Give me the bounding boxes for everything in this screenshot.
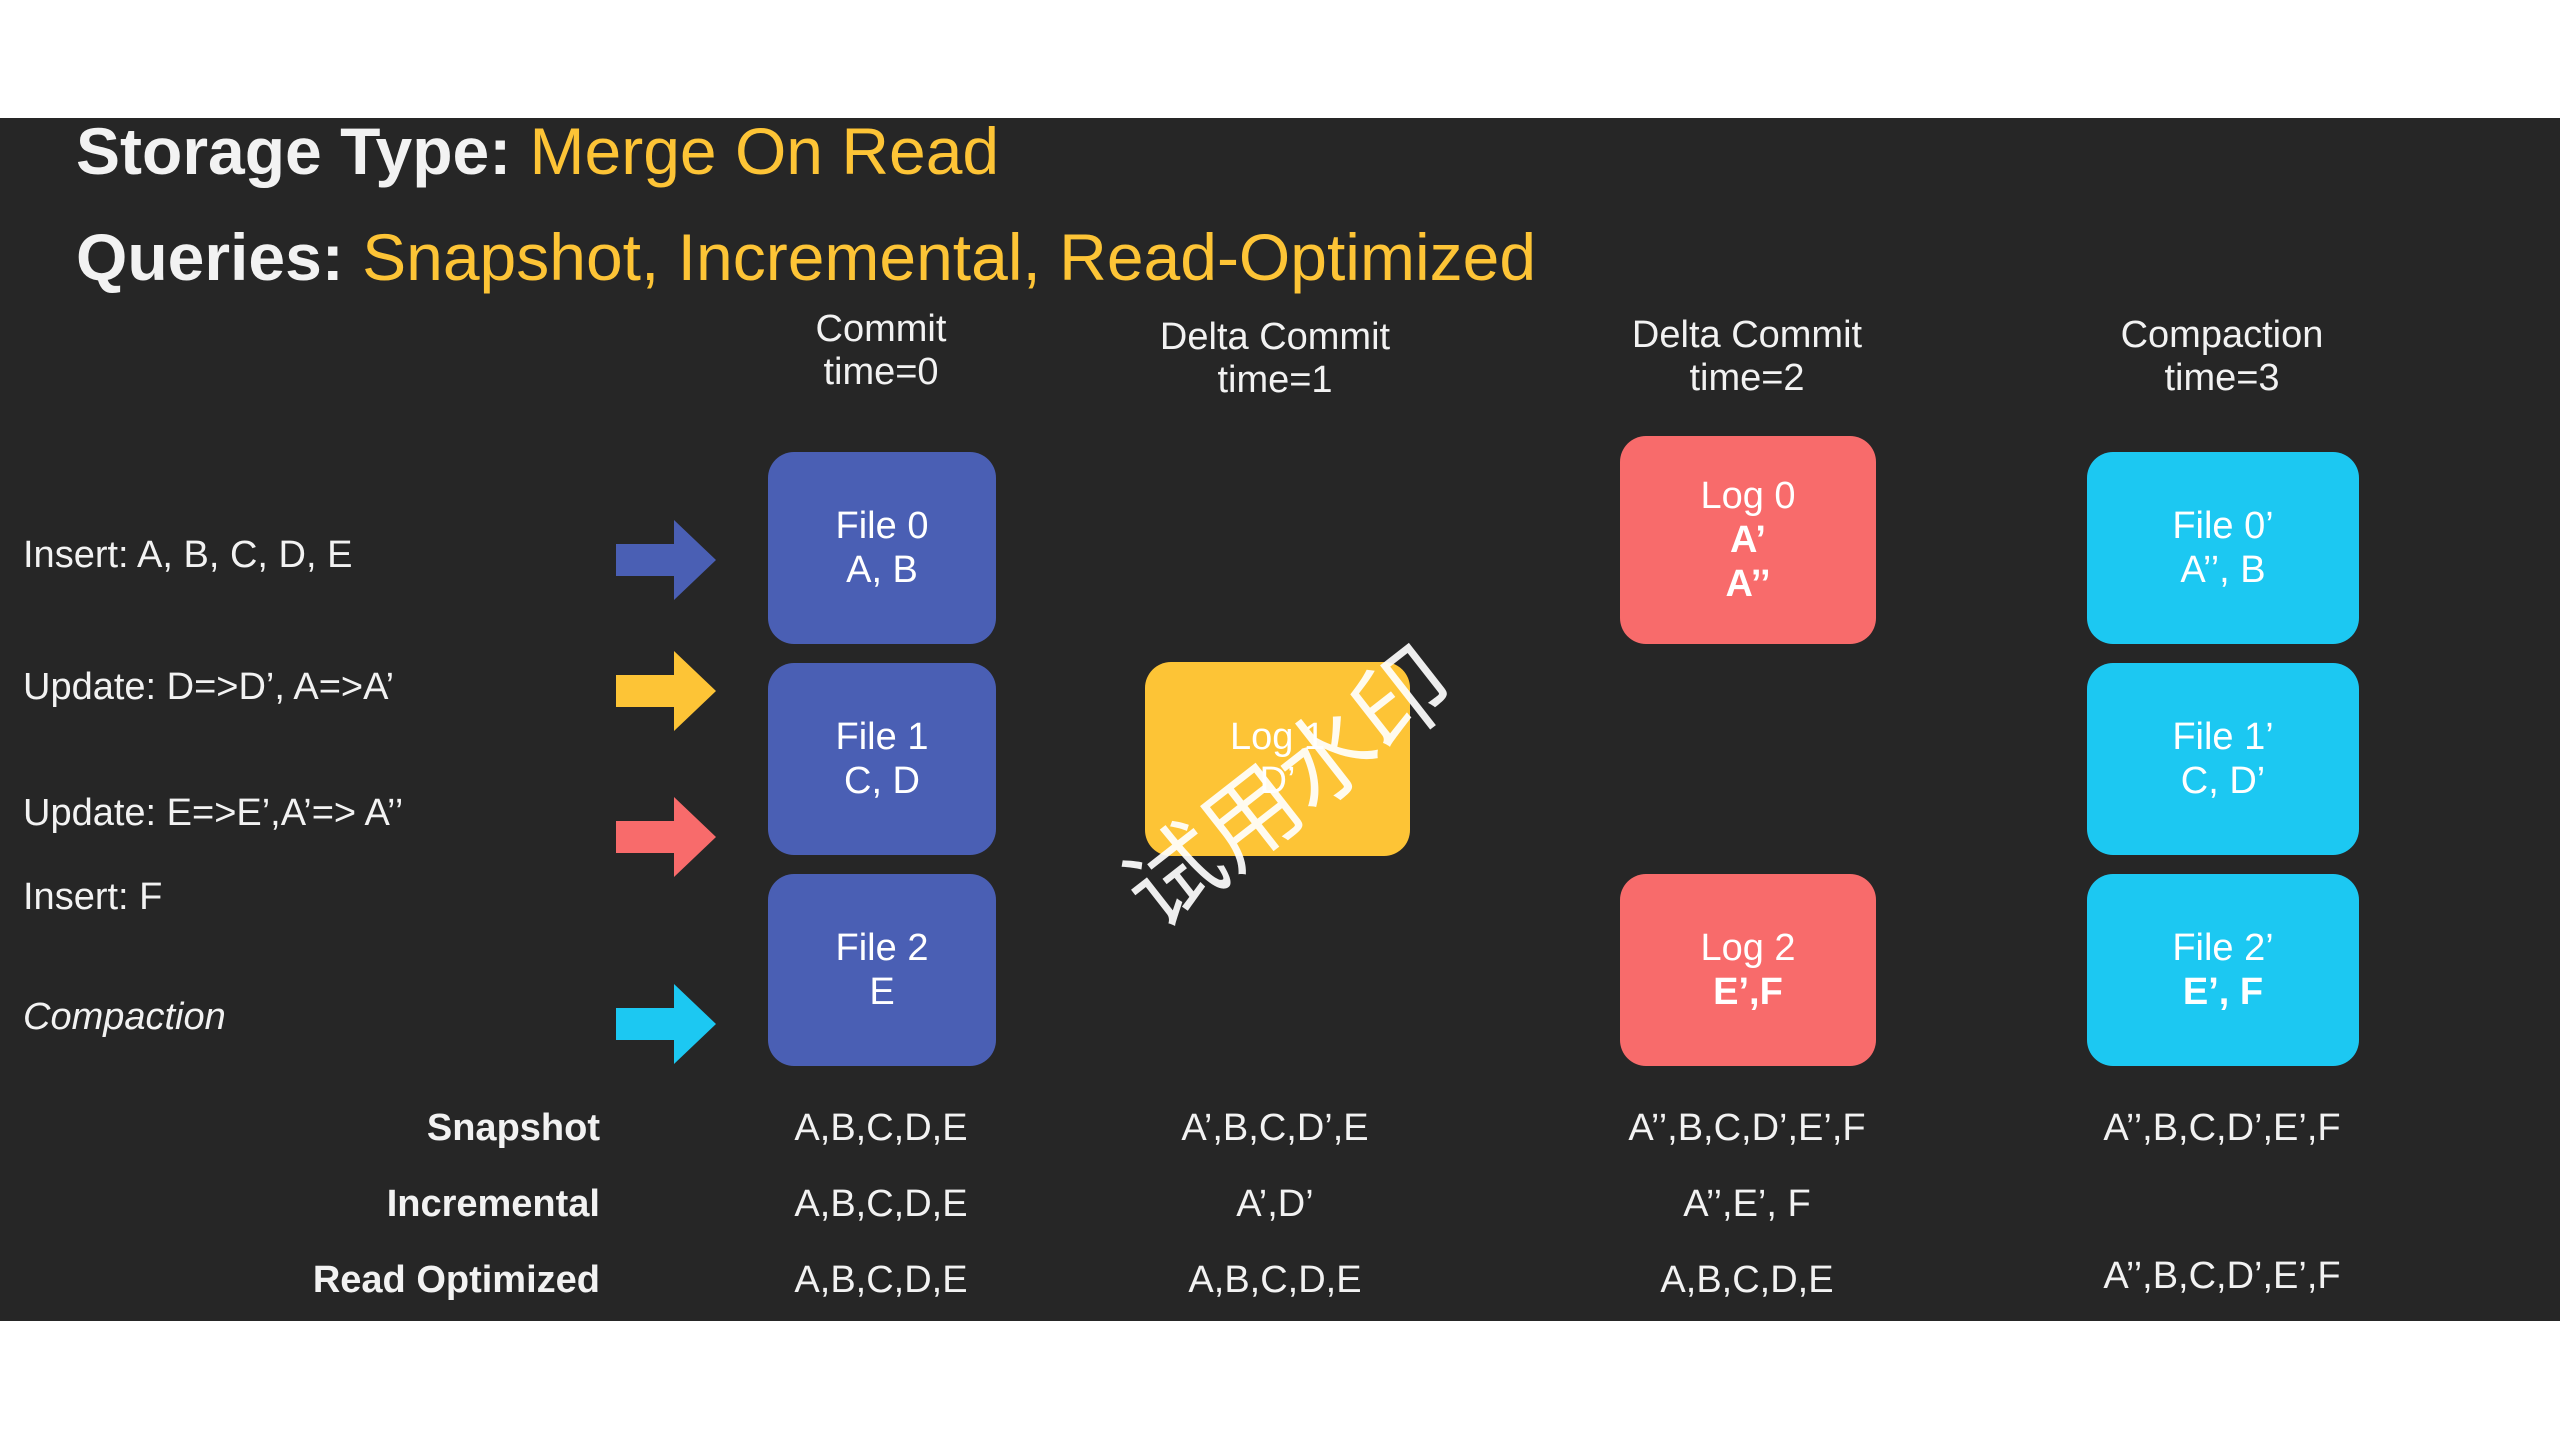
box-records: A’’, B [2180,549,2266,591]
result-cell: A’’,E’, F [1683,1183,1811,1225]
queries-value: Snapshot, Incremental, Read-Optimized [362,220,1537,294]
box-records: C, D [844,760,920,802]
row-label-incremental: Incremental [386,1183,600,1225]
box-title: File 2 [835,927,929,969]
box-title: File 0 [835,505,929,547]
column-header-line: Compaction [2120,314,2324,356]
box-title: File 1’ [2172,716,2274,758]
log-2-box: Log 2 E’,F [1620,874,1876,1066]
queries-title: Queries: Snapshot, Incremental, Read-Opt… [76,224,1536,290]
column-header-line: time=3 [2164,357,2280,399]
operation-update-e-a: Update: E=>E’,A’=> A’’ [23,792,404,834]
result-cell: A,B,C,D,E [794,1183,968,1225]
result-cell: A,B,C,D,E [794,1259,968,1301]
queries-label: Queries: [76,220,363,294]
arrow-shape [616,651,716,731]
column-header-delta-commit-1: Delta Commit time=1 [1025,316,1525,402]
operation-insert-f: Insert: F [23,876,163,918]
row-label-snapshot: Snapshot [426,1107,600,1149]
arrow-shape [616,797,716,877]
box-records: E’, F [2182,971,2264,1013]
storage-type-colon: : [489,118,530,188]
operation-update-d-a: Update: D=>D’, A=>A’ [23,666,395,708]
box-title: File 2’ [2172,927,2274,969]
storage-type-title: Storage Type: Merge On Read [76,118,999,184]
box-records: D’ [1259,760,1296,802]
column-header-line: Delta Commit [1159,316,1391,358]
column-header-line: time=2 [1689,357,1805,399]
column-header-line: time=1 [1217,359,1333,401]
box-records: A’ [1730,519,1766,561]
arrow-shape [616,520,716,600]
row-label-read-optimized: Read Optimized [312,1259,600,1301]
box-title: Log 0 [1700,475,1796,517]
result-cell: A’,B,C,D’,E [1181,1107,1369,1149]
file-2-box: File 2 E [768,874,996,1066]
box-records: E [869,971,895,1013]
box-title: Log 2 [1700,927,1796,969]
storage-type-value: Merge On Read [529,118,1000,188]
box-records: E’,F [1713,971,1783,1013]
result-cell: A,B,C,D,E [1188,1259,1362,1301]
column-header-line: Delta Commit [1631,314,1863,356]
result-cell: A’’,B,C,D’,E’,F [2103,1107,2341,1149]
slide: Storage Type: Merge On Read Queries: Sna… [0,118,2560,1321]
arrow-right-icon-yellow [616,651,716,731]
box-title: Log 1 [1229,716,1326,758]
result-cell: A,B,C,D,E [794,1107,968,1149]
arrow-right-icon-cyan [616,984,716,1064]
column-header-commit-0: Commit time=0 [631,308,1131,394]
log-0-box: Log 0 A’ A’’ [1620,436,1876,644]
box-title: File 0’ [2172,505,2274,547]
file-1-prime-box: File 1’ C, D’ [2087,663,2359,855]
log-1-box: Log 1 D’ [1145,662,1410,856]
arrow-right-icon-red [616,797,716,877]
box-records: C, D’ [2180,760,2266,802]
file-0-box: File 0 A, B [768,452,996,644]
arrow-shape [616,984,716,1064]
result-cell: A’’,B,C,D’,E’,F [2103,1255,2341,1297]
file-0-prime-box: File 0’ A’’, B [2087,452,2359,644]
column-header-delta-commit-2: Delta Commit time=2 [1497,314,1997,400]
column-header-line: time=0 [823,351,939,393]
result-cell: A’,D’ [1236,1183,1314,1225]
result-cell: A,B,C,D,E [1660,1259,1834,1301]
file-2-prime-box: File 2’ E’, F [2087,874,2359,1066]
box-records: A, B [846,549,918,591]
box-records: A’’ [1725,563,1771,605]
column-header-line: Commit [815,308,947,350]
storage-type-label: Storage Type [76,118,490,188]
operation-compaction: Compaction [23,996,226,1038]
operation-insert-abcde: Insert: A, B, C, D, E [23,534,353,576]
result-cell: A’’,B,C,D’,E’,F [1628,1107,1866,1149]
file-1-box: File 1 C, D [768,663,996,855]
arrow-right-icon-blue [616,520,716,600]
column-header-compaction-3: Compaction time=3 [1972,314,2472,400]
box-title: File 1 [835,716,929,758]
